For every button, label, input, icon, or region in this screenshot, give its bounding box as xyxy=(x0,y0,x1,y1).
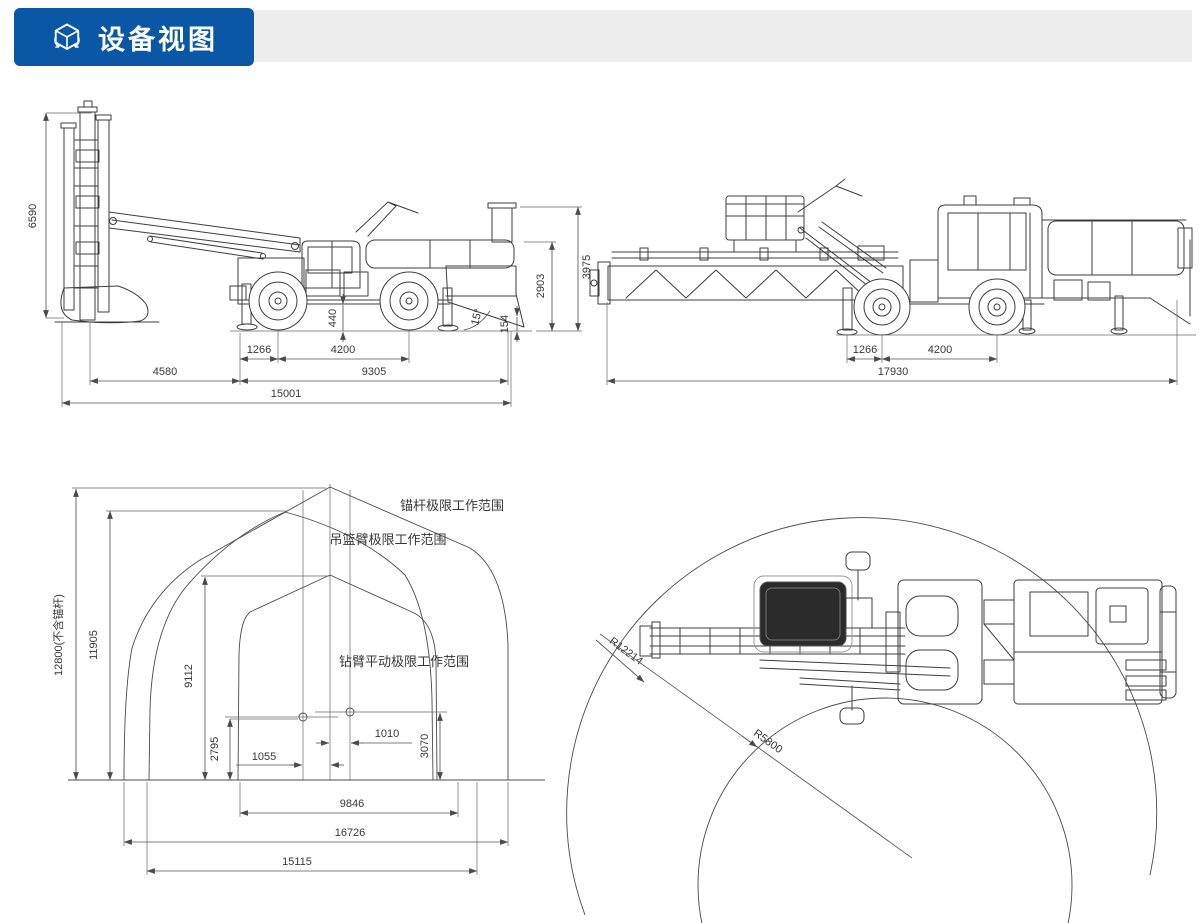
dim-jack-to-front-axle: 1266 xyxy=(247,344,271,356)
dim-overall-length: 15001 xyxy=(271,388,302,400)
machine-line-art xyxy=(54,100,532,332)
dim-departure-angle: 15° xyxy=(469,308,485,327)
plan-view-diagram: R12214 R5800 xyxy=(566,517,1177,923)
3d-view-cube-icon xyxy=(54,23,80,50)
dim-drill-width: 9846 xyxy=(340,798,364,810)
machine-line-art xyxy=(639,551,1177,725)
machine-line-art xyxy=(589,178,1196,336)
dim-wheelbase: 4200 xyxy=(928,344,952,356)
dim-overall-length: 17930 xyxy=(878,366,909,378)
dim-right-pivot-height: 3070 xyxy=(419,734,431,758)
dim-overall-height: 3975 xyxy=(581,255,593,279)
side-view-boom-extended: 1266 4200 17930 xyxy=(589,178,1196,385)
dim-underbody-clearance: 440 xyxy=(327,309,339,327)
section-title: 设备视图 xyxy=(98,24,218,55)
label-basket-limit-range: 吊篮臂极限工作范围 xyxy=(329,532,446,547)
dim-drill-height: 9112 xyxy=(183,664,195,688)
dim-carrier-length: 9305 xyxy=(362,366,386,378)
dim-inner-swing-radius: R5800 xyxy=(751,727,784,756)
section-header: 设备视图 xyxy=(14,8,254,66)
dim-wheelbase: 4200 xyxy=(331,344,355,356)
side-view-mast-raised: 6590 3975 2903 440 154 15° 1266 4200 xyxy=(27,100,593,407)
dim-mast-overhang: 4580 xyxy=(153,366,177,378)
dim-cab-height: 2903 xyxy=(535,274,547,298)
dim-basket-width: 15115 xyxy=(282,856,312,868)
dim-mast-height: 6590 xyxy=(27,204,39,228)
tunnel-working-range-diagram: 锚杆极限工作范围 吊篮臂极限工作范围 钻臂平动极限工作范围 12800(不含锚杆… xyxy=(51,484,545,875)
label-drill-translation-range: 钻臂平动极限工作范围 xyxy=(339,654,469,669)
dim-outer-swing-radius: R12214 xyxy=(607,635,645,668)
dim-rear-step-height: 154 xyxy=(499,315,511,333)
dim-left-pivot-height: 2795 xyxy=(209,737,221,761)
dim-left-pivot-offset: 1055 xyxy=(252,751,276,763)
dim-bolt-width: 16726 xyxy=(335,827,366,839)
dim-max-height: 12800(不含锚杆) xyxy=(51,594,65,676)
label-bolt-limit-range: 锚杆极限工作范围 xyxy=(400,498,504,513)
dim-jack-to-front-axle: 1266 xyxy=(853,344,877,356)
dim-right-pivot-offset: 1010 xyxy=(375,728,399,740)
header-strip xyxy=(250,10,1192,62)
dim-basket-height: 11905 xyxy=(88,630,100,660)
